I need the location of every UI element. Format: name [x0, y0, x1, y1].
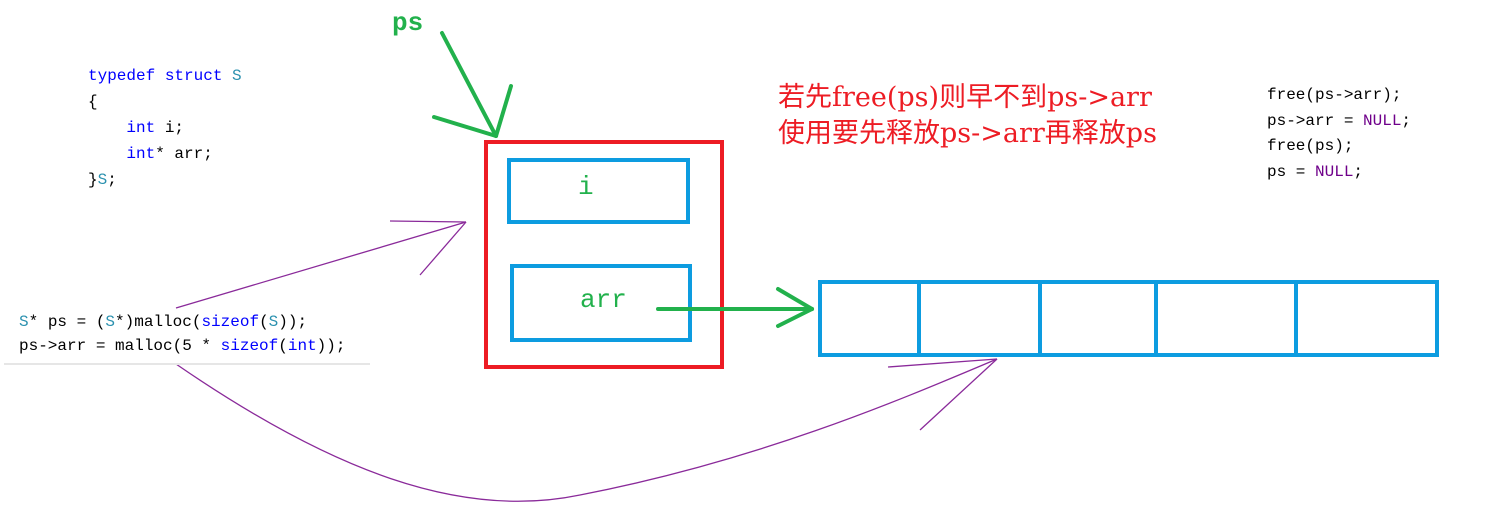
field-arr-box [510, 264, 692, 342]
code-token: int [287, 337, 317, 355]
ps-label: ps [392, 8, 424, 38]
array-cell [818, 280, 921, 357]
code-token: ( [259, 313, 269, 331]
array-cell [1154, 280, 1298, 357]
array-cell [1294, 280, 1439, 357]
code-token: S [268, 313, 279, 331]
code-token: free(ps->arr); [1267, 86, 1402, 104]
code-token: S [105, 313, 116, 331]
code-token: S [19, 313, 29, 331]
struct-box [484, 140, 724, 369]
alloc-array-annotation-arrow [175, 358, 998, 502]
code-token: } [88, 171, 98, 189]
code-token: typedef [88, 67, 156, 85]
field-arr-label: arr [580, 285, 627, 315]
field-i-box [507, 158, 690, 224]
warning-note: 若先free(ps)则早不到ps->arr 使用要先释放ps->arr再释放ps [778, 80, 1157, 152]
code-token: int [126, 119, 156, 137]
code-token: ps->arr = [1267, 111, 1364, 130]
code-token: { [88, 93, 98, 111]
array-cell [917, 280, 1042, 357]
code-token: sizeof [201, 313, 260, 331]
code-token: S [232, 67, 242, 85]
array-cell [1038, 280, 1158, 357]
allocation-code: S* ps = (S*)malloc(sizeof(S)); ps->arr =… [19, 310, 345, 358]
code-token: * arr; [155, 145, 213, 163]
free-code: free(ps->arr); ps->arr = NULL; free(ps);… [1267, 83, 1411, 185]
code-token: sizeof [220, 337, 279, 355]
code-token: *)malloc( [115, 313, 202, 331]
warning-note-line: 若先free(ps)则早不到ps->arr [778, 82, 1152, 113]
code-token: ; [1353, 162, 1364, 181]
code-token: ( [278, 337, 288, 355]
code-token: ; [1401, 111, 1412, 130]
code-token: ps = [1267, 162, 1316, 181]
code-token: S [97, 171, 108, 189]
code-token: )); [316, 337, 346, 355]
code-token: i; [155, 119, 185, 137]
struct-definition-code: typedef struct S { int i; int* arr; }S; [88, 63, 242, 193]
code-token: ps->arr = malloc(5 * [19, 337, 221, 355]
field-i-label: i [578, 172, 594, 202]
code-token: struct [164, 67, 223, 85]
alloc-struct-annotation-arrow [175, 220, 467, 309]
code-token: int [126, 145, 156, 163]
code-token: NULL [1315, 162, 1354, 181]
code-token: * ps = ( [28, 313, 106, 331]
code-token: ; [107, 171, 117, 189]
ps-pointer-arrow [432, 31, 513, 138]
code-token: free(ps); [1267, 137, 1354, 155]
heap-array [818, 280, 1439, 357]
code-token: )); [278, 313, 308, 331]
code-token: NULL [1363, 111, 1402, 130]
arr-pointer-arrow [656, 287, 814, 328]
warning-note-line: 使用要先释放ps->arr再释放ps [778, 118, 1157, 149]
